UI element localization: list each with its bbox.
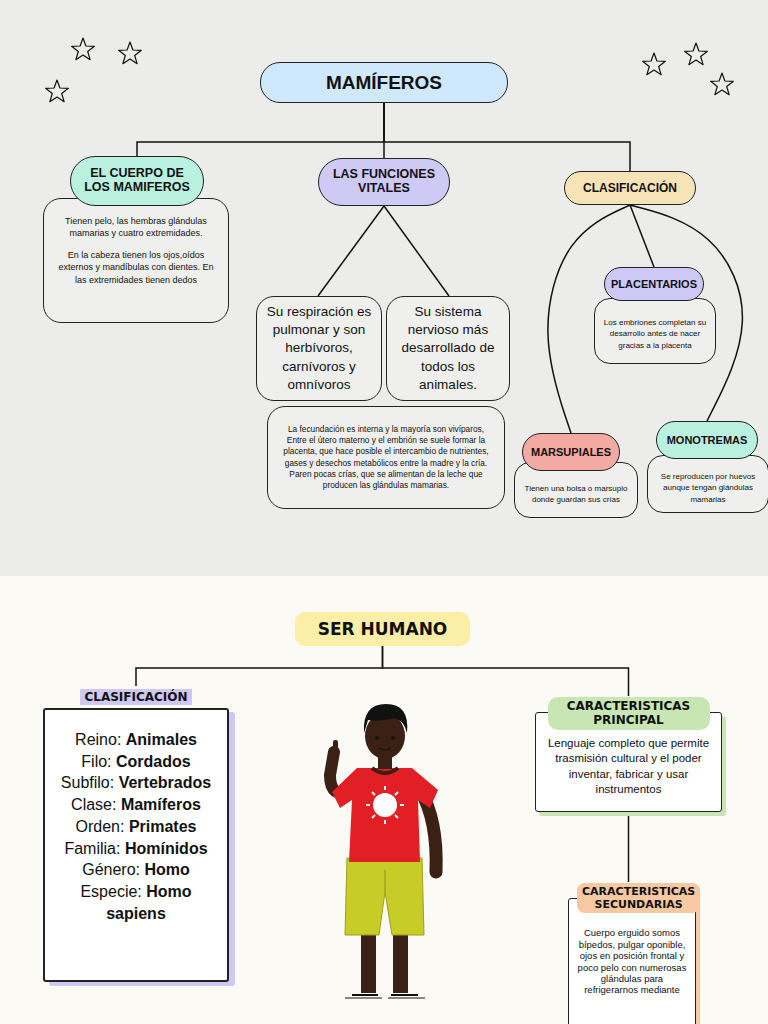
node-heading: La fecundación es interna y la mayoría s… xyxy=(280,424,492,491)
node-text: Clase: Mamíferos xyxy=(57,794,215,816)
node-heading: EL CUERPO DE LOS MAMIFEROS xyxy=(77,167,197,195)
connector-line xyxy=(383,646,629,696)
rank-name: Clase: xyxy=(71,796,121,813)
content-box: Los embriones completan su desarrollo an… xyxy=(594,298,716,364)
node-text: Especie: Homo sapiens xyxy=(57,881,215,924)
node-heading: CLASIFICACIÓN xyxy=(80,689,191,705)
feature-box: CARACTERISTICAS SECUNDARIASCuerpo erguid… xyxy=(568,898,696,1024)
node-heading: Tienen pelo, las hembras glándulas mamar… xyxy=(54,215,218,239)
rank-name: Orden: xyxy=(76,818,129,835)
node-heading: Su sistema nervioso más desarrollado de … xyxy=(393,303,503,394)
node-text: Filo: Cordados xyxy=(57,751,215,773)
rank-value: Homo xyxy=(144,861,189,878)
node-text: Reino: Animales xyxy=(57,729,215,751)
rank-name: Filo: xyxy=(81,753,116,770)
rank-name: Especie: xyxy=(80,883,146,900)
heading-pill: CLASIFICACIÓN xyxy=(564,171,696,205)
node-text: En la cabeza tienen los ojos,oídos exter… xyxy=(54,249,218,285)
node-text: Familia: Homínidos xyxy=(57,838,215,860)
rank-value: Homínidos xyxy=(125,840,208,857)
content-box: La fecundación es interna y la mayoría s… xyxy=(267,406,505,509)
rank-value: Vertebrados xyxy=(119,774,211,791)
heading-pill: EL CUERPO DE LOS MAMIFEROS xyxy=(70,156,204,206)
node-heading: MARSUPIALES xyxy=(527,446,615,458)
node-heading: LAS FUNCIONES VITALES xyxy=(325,168,443,196)
connector-line xyxy=(630,205,654,267)
node-heading: MAMÍFEROS xyxy=(271,72,497,94)
content-box: Su respiración es pulmonar y son herbívo… xyxy=(256,296,382,401)
node-heading: Se reproducen por huevos aunque tengan g… xyxy=(654,471,762,505)
node-text: Subfilo: Vertebrados xyxy=(57,772,215,794)
rank-value: Primates xyxy=(129,818,197,835)
heading-pill: MARSUPIALES xyxy=(522,433,620,471)
rank-value: Mamíferos xyxy=(121,796,201,813)
feature-box: CARACTERISTICAS PRINCIPALLenguaje comple… xyxy=(535,712,722,812)
node-text: Orden: Primates xyxy=(57,816,215,838)
connector-line xyxy=(137,103,384,156)
content-box: Tienen pelo, las hembras glándulas mamar… xyxy=(43,198,229,323)
connector-line xyxy=(384,206,449,296)
heading-pill: PLACENTARIOS xyxy=(604,267,704,301)
rank-value: Cordados xyxy=(116,753,191,770)
rank-name: Subfilo: xyxy=(61,774,119,791)
node-heading: Tienen una bolsa o marsupio donde guarda… xyxy=(521,483,631,505)
connector-line xyxy=(136,646,383,686)
rank-name: Familia: xyxy=(64,840,124,857)
heading-pill: LAS FUNCIONES VITALES xyxy=(318,158,450,206)
node-heading: Su respiración es pulmonar y son herbívo… xyxy=(263,303,375,394)
node-text: Lenguaje completo que permite trasmisión… xyxy=(546,736,711,798)
classification-box: CLASIFICACIÓNReino: AnimalesFilo: Cordad… xyxy=(43,708,229,982)
node-heading: CLASIFICACIÓN xyxy=(571,181,689,195)
connector-line xyxy=(628,812,630,882)
title-box: MAMÍFEROS xyxy=(260,62,508,103)
rank-value: Animales xyxy=(126,731,197,748)
title-box: SER HUMANO xyxy=(295,612,470,646)
node-heading: Los embriones completan su desarrollo an… xyxy=(601,317,709,351)
node-text: Cuerpo erguido somos bípedos, pulgar opo… xyxy=(577,927,687,995)
node-text: Género: Homo xyxy=(57,859,215,881)
person-illustration xyxy=(330,704,438,998)
connector-line xyxy=(318,206,384,296)
node-heading: SER HUMANO xyxy=(301,619,464,639)
node-heading: PLACENTARIOS xyxy=(609,278,699,290)
rank-name: Género: xyxy=(82,861,144,878)
content-box: Se reproducen por huevos aunque tengan g… xyxy=(647,455,768,513)
node-heading: CARACTERISTICAS PRINCIPAL xyxy=(548,697,710,730)
node-heading: CARACTERISTICAS SECUNDARIAS xyxy=(577,883,700,913)
rank-name: Reino: xyxy=(75,731,126,748)
node-heading: MONOTREMAS xyxy=(661,434,753,446)
heading-pill: MONOTREMAS xyxy=(656,421,758,459)
content-box: Su sistema nervioso más desarrollado de … xyxy=(386,296,510,401)
